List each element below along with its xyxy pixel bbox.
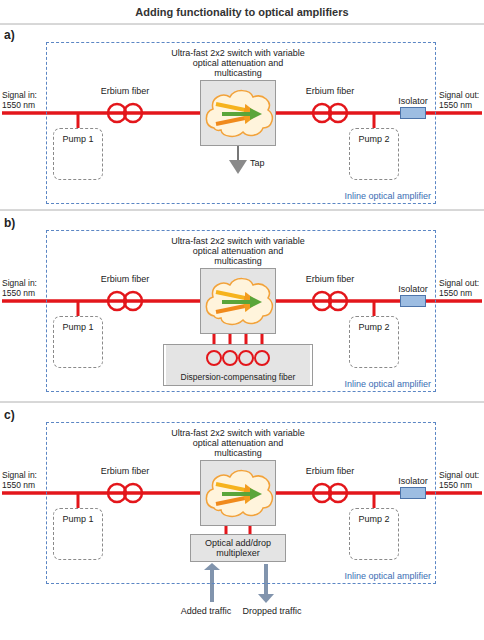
isolator-box: Isolator — [400, 295, 426, 307]
panel-letter: a) — [4, 28, 15, 42]
pump-box: Pump 1 — [53, 128, 103, 180]
panel-letter: c) — [4, 408, 15, 422]
diagram-label: Signal out: 1550 nm — [439, 470, 483, 490]
node-label: Ultra-fast 2x2 switch with variable opti… — [168, 236, 308, 266]
pump-box: Pump 2 — [349, 316, 399, 368]
node-label: Isolator — [398, 96, 428, 106]
node-label: Pump 1 — [54, 322, 102, 332]
pump-box: Pump 2 — [349, 508, 399, 560]
oadm-box: Optical add/drop multiplexer — [190, 534, 286, 562]
node-label: Pump 2 — [350, 322, 398, 332]
isolator-box: Isolator — [400, 107, 426, 119]
node-label: Isolator — [398, 284, 428, 294]
node-label: Dispersion-compensating fiber — [164, 372, 312, 382]
node-label: Optical add/drop multiplexer — [194, 538, 282, 558]
node-label: Pump 1 — [54, 134, 102, 144]
diagram-label: Dropped traffic — [243, 606, 302, 616]
diagram-label: Erbium fiber — [306, 86, 355, 96]
diagram-label: Signal out: 1550 nm — [439, 90, 483, 110]
diagram-label: Added traffic — [181, 606, 231, 616]
pump-box: Pump 2 — [349, 128, 399, 180]
switch-box: Ultra-fast 2x2 switch with variable opti… — [200, 80, 276, 146]
diagram-label: Erbium fiber — [101, 274, 150, 284]
node-label: Inline optical amplifier — [344, 571, 431, 581]
diagram-label: Erbium fiber — [306, 466, 355, 476]
divider-lines — [0, 24, 484, 402]
node-label: Isolator — [398, 476, 428, 486]
diagram-label: Erbium fiber — [101, 466, 150, 476]
diagram-title: Adding functionality to optical amplifie… — [0, 6, 484, 19]
dcf-box: Dispersion-compensating fiber — [163, 344, 313, 386]
node-label: Pump 2 — [350, 514, 398, 524]
node-label: Inline optical amplifier — [344, 191, 431, 201]
diagram-label: Signal in: 1550 nm — [2, 90, 44, 110]
diagram-label: Erbium fiber — [101, 86, 150, 96]
pump-box: Pump 1 — [53, 316, 103, 368]
diagram-label: Signal out: 1550 nm — [439, 278, 483, 298]
node-label: Ultra-fast 2x2 switch with variable opti… — [168, 428, 308, 458]
node-label: Ultra-fast 2x2 switch with variable opti… — [168, 48, 308, 78]
fiber-connector — [226, 526, 250, 534]
amplifier-illustration — [2, 460, 482, 526]
diagram-label: Signal in: 1550 nm — [2, 470, 44, 490]
tap-symbol — [229, 146, 247, 174]
panel-letter: b) — [4, 216, 15, 230]
node-label: Pump 2 — [350, 134, 398, 144]
fiber-connector — [214, 334, 262, 344]
switch-box: Ultra-fast 2x2 switch with variable opti… — [200, 460, 276, 526]
amplifier-illustration — [2, 268, 482, 334]
amplifier-box: Inline optical amplifier Pump 1 Ultra-fast… — [46, 422, 436, 584]
isolator-box: Isolator — [400, 487, 426, 499]
node-label: Inline optical amplifier — [344, 379, 431, 389]
pump-box: Pump 1 — [53, 508, 103, 560]
amplifier-box: Inline optical amplifier Pump 1 Ultra-fast… — [46, 42, 436, 204]
diagram-label: Tap — [250, 158, 265, 168]
diagram-label: Erbium fiber — [306, 274, 355, 284]
amplifier-illustration — [2, 80, 482, 146]
diagram-label: Signal in: 1550 nm — [2, 278, 44, 298]
switch-box: Ultra-fast 2x2 switch with variable opti… — [200, 268, 276, 334]
node-label: Pump 1 — [54, 514, 102, 524]
traffic-arrows — [204, 563, 274, 603]
amplifier-box: Inline optical amplifier Pump 1 Ultra-fast… — [46, 230, 436, 392]
